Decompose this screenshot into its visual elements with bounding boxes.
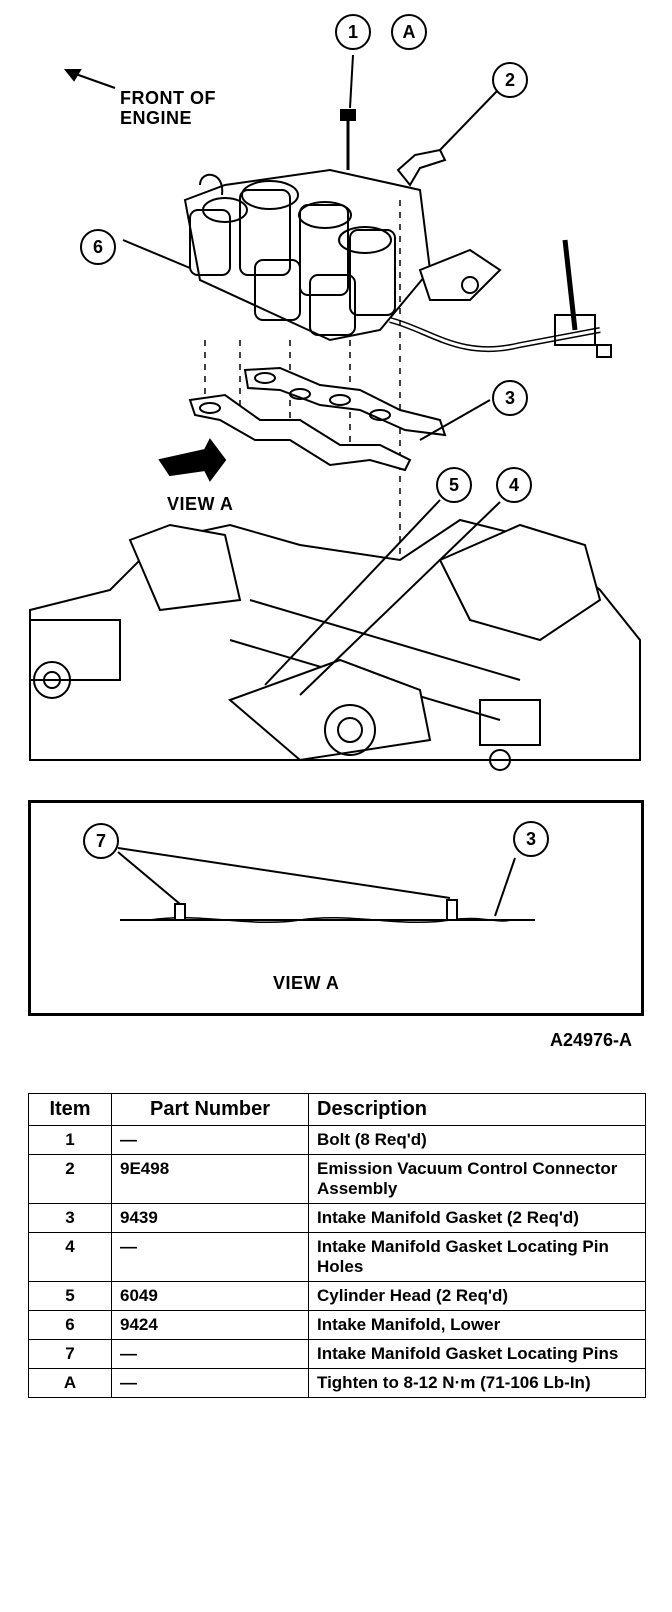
cell-part-number: — [111, 1368, 309, 1398]
cell-item: 6 [28, 1310, 112, 1340]
parts-table: Item Part Number Description 1 — Bolt (8… [28, 1093, 646, 1398]
view-a-box-label: VIEW A [273, 973, 340, 993]
cell-item: 7 [28, 1339, 112, 1369]
cell-description: Emission Vacuum Control Connector Assemb… [308, 1154, 646, 1204]
table-row: 5 6049 Cylinder Head (2 Req'd) [28, 1281, 646, 1311]
callout-3: 3 [492, 380, 528, 416]
callout-1: 1 [335, 14, 371, 50]
cell-item: 5 [28, 1281, 112, 1311]
callout-5: 5 [436, 467, 472, 503]
cell-part-number: 6049 [111, 1281, 309, 1311]
front-of-engine-line1: FRONT OF [120, 88, 216, 108]
table-row: 3 9439 Intake Manifold Gasket (2 Req'd) [28, 1203, 646, 1233]
callout-2: 2 [492, 62, 528, 98]
cell-part-number: — [111, 1339, 309, 1369]
cell-part-number: 9E498 [111, 1154, 309, 1204]
table-row: 1 — Bolt (8 Req'd) [28, 1125, 646, 1155]
table-row: 2 9E498 Emission Vacuum Control Connecto… [28, 1154, 646, 1204]
cell-part-number: 9424 [111, 1310, 309, 1340]
callout-4: 4 [496, 467, 532, 503]
table-row: 6 9424 Intake Manifold, Lower [28, 1310, 646, 1340]
callout-6: 6 [80, 229, 116, 265]
view-a-detail-box: 7 3 VIEW A [28, 800, 644, 1016]
callout-7: 7 [83, 823, 119, 859]
cell-item: 2 [28, 1154, 112, 1204]
table-row: 7 — Intake Manifold Gasket Locating Pins [28, 1339, 646, 1369]
parts-table-header: Item Part Number Description [28, 1093, 646, 1126]
cell-description: Intake Manifold Gasket Locating Pins [308, 1339, 646, 1369]
front-of-engine-label: FRONT OF ENGINE [120, 88, 216, 128]
header-part-number: Part Number [111, 1093, 309, 1126]
header-item: Item [28, 1093, 112, 1126]
cell-item: A [28, 1368, 112, 1398]
header-description: Description [308, 1093, 646, 1126]
cell-part-number: — [111, 1125, 309, 1155]
view-a-arrow-label: VIEW A [167, 494, 234, 514]
front-of-engine-line2: ENGINE [120, 108, 193, 128]
table-row: 4 — Intake Manifold Gasket Locating Pin … [28, 1232, 646, 1282]
cell-description: Cylinder Head (2 Req'd) [308, 1281, 646, 1311]
table-row: A — Tighten to 8-12 N·m (71-106 Lb-In) [28, 1368, 646, 1398]
cell-part-number: 9439 [111, 1203, 309, 1233]
reference-code: A24976-A [549, 1030, 632, 1050]
cell-description: Tighten to 8-12 N·m (71-106 Lb-In) [308, 1368, 646, 1398]
callout-3-detail: 3 [513, 821, 549, 857]
cell-item: 3 [28, 1203, 112, 1233]
callout-a: A [391, 14, 427, 50]
cell-description: Intake Manifold, Lower [308, 1310, 646, 1340]
cell-description: Intake Manifold Gasket Locating Pin Hole… [308, 1232, 646, 1282]
cell-item: 4 [28, 1232, 112, 1282]
engine-illustration [29, 54, 641, 924]
cell-part-number: — [111, 1232, 309, 1282]
cell-item: 1 [28, 1125, 112, 1155]
cell-description: Bolt (8 Req'd) [308, 1125, 646, 1155]
cell-description: Intake Manifold Gasket (2 Req'd) [308, 1203, 646, 1233]
exploded-diagram: FRONT OF ENGINE VIEW A 1 A 2 6 3 5 4 7 3… [28, 14, 644, 1050]
